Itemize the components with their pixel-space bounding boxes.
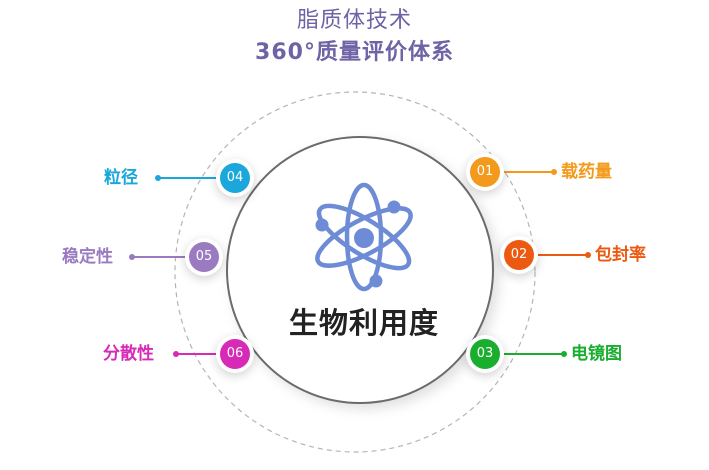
inner-circle: [226, 136, 494, 404]
label-particle-size: 粒径: [104, 168, 138, 188]
outer-dashed-ring: [174, 91, 536, 453]
atom-icon: [315, 182, 413, 292]
page-subtitle: 360°质量评价体系: [255, 40, 454, 65]
label-electron-micrograph: 电镜图: [571, 344, 622, 364]
label-drug-loading: 载药量: [561, 162, 612, 182]
label-encapsulation-rate: 包封率: [595, 245, 646, 265]
node-01-badge: 01: [470, 157, 500, 187]
node-06-badge: 06: [220, 339, 250, 369]
node-02-badge: 02: [504, 240, 534, 270]
page-title: 脂质体技术: [296, 8, 412, 33]
connector-lines: [129, 169, 591, 357]
node-04-badge: 04: [220, 163, 250, 193]
center-label: 生物利用度: [288, 306, 439, 340]
node-03-badge: 03: [470, 339, 500, 369]
node-05-badge: 05: [189, 242, 219, 272]
label-dispersibility: 分散性: [103, 344, 154, 364]
label-stability: 稳定性: [62, 247, 113, 267]
